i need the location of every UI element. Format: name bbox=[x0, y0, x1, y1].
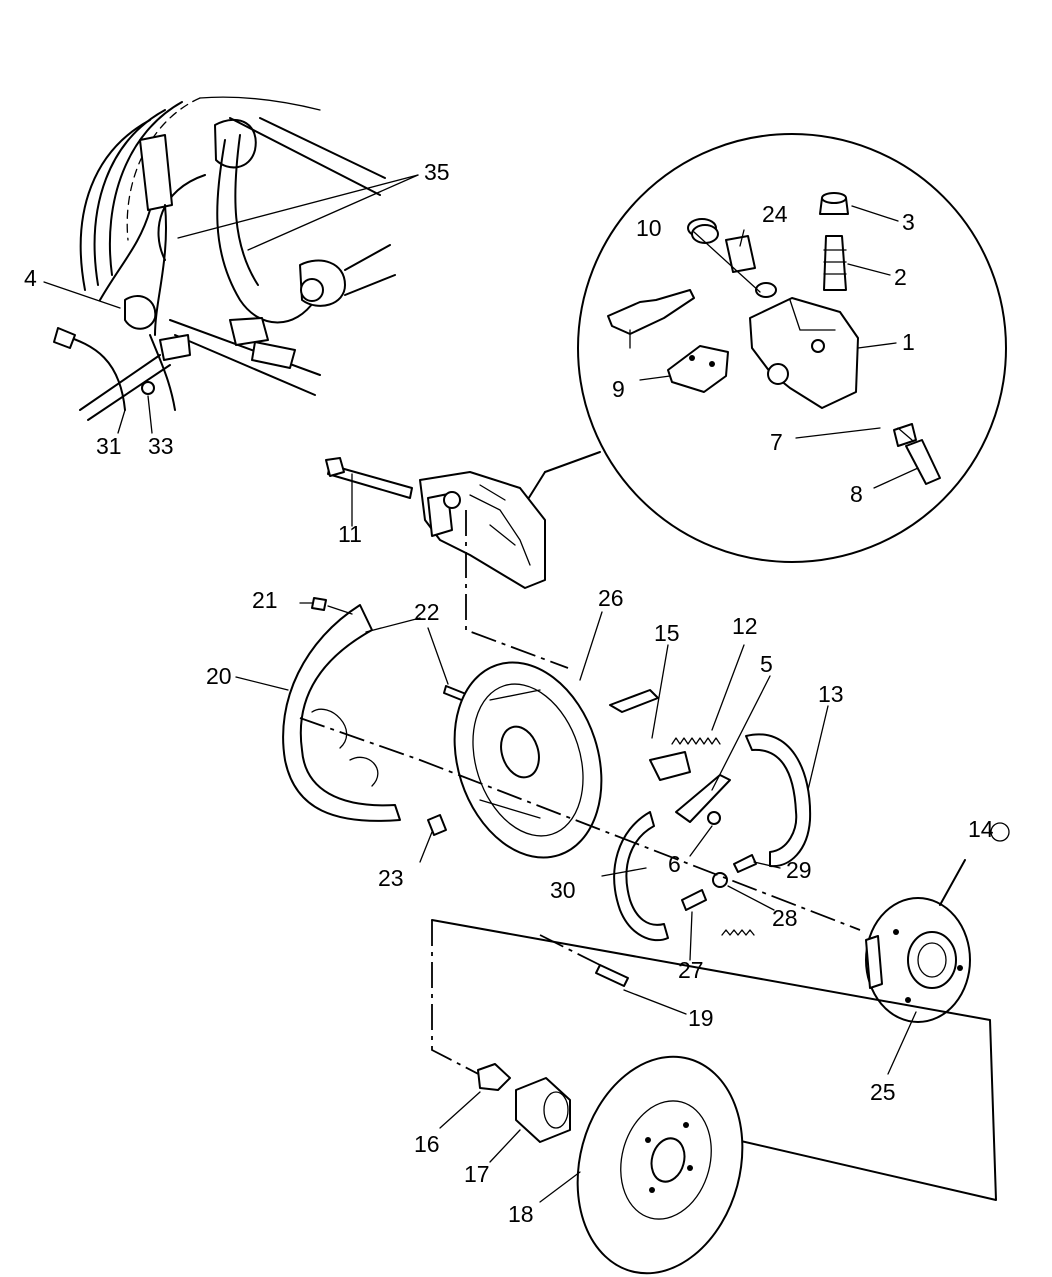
callout-labels: 1 2 3 4 5 6 7 8 9 10 11 12 13 14 15 16 1… bbox=[24, 159, 994, 1227]
callout-29: 29 bbox=[786, 857, 812, 883]
callout-3: 3 bbox=[902, 209, 915, 235]
callout-17: 17 bbox=[464, 1161, 490, 1187]
callout-24: 24 bbox=[762, 201, 788, 227]
callout-7: 7 bbox=[770, 429, 783, 455]
callout-8: 8 bbox=[850, 481, 863, 507]
callout-1: 1 bbox=[902, 329, 915, 355]
callout-10: 10 bbox=[636, 215, 662, 241]
callout-13: 13 bbox=[818, 681, 844, 707]
callout-14: 14 bbox=[968, 816, 994, 842]
callout-9: 9 bbox=[612, 376, 625, 402]
callout-35: 35 bbox=[424, 159, 450, 185]
callout-12: 12 bbox=[732, 613, 758, 639]
callout-18: 18 bbox=[508, 1201, 534, 1227]
callout-4: 4 bbox=[24, 265, 37, 291]
callout-2: 2 bbox=[894, 264, 907, 290]
lower-leaders bbox=[235, 602, 917, 1203]
backing-plate-assembly bbox=[282, 597, 861, 942]
callout-25: 25 bbox=[870, 1079, 896, 1105]
callout-27: 27 bbox=[678, 957, 704, 983]
callout-16: 16 bbox=[414, 1131, 440, 1157]
callout-31: 31 bbox=[96, 433, 122, 459]
callout-11: 11 bbox=[338, 521, 362, 547]
caliper-detail bbox=[514, 133, 1007, 563]
callout-23: 23 bbox=[378, 865, 404, 891]
callout-22: 22 bbox=[414, 599, 440, 625]
upper-left-leaders bbox=[43, 174, 419, 434]
callout-15: 15 bbox=[654, 620, 680, 646]
hub-assembly bbox=[865, 859, 971, 1023]
callout-20: 20 bbox=[206, 663, 232, 689]
callout-14-marker bbox=[990, 822, 1010, 842]
callout-26: 26 bbox=[598, 585, 624, 611]
callout-28: 28 bbox=[772, 905, 798, 931]
callout-6: 6 bbox=[668, 851, 681, 877]
callout-5: 5 bbox=[760, 651, 773, 677]
callout-21: 21 bbox=[252, 587, 278, 613]
rotor-assembly bbox=[431, 919, 997, 1275]
callout-19: 19 bbox=[688, 1005, 714, 1031]
callout-30: 30 bbox=[550, 877, 576, 903]
installed-caliper bbox=[325, 457, 569, 669]
callout-33: 33 bbox=[148, 433, 174, 459]
suspension-knuckle-view bbox=[53, 96, 396, 421]
